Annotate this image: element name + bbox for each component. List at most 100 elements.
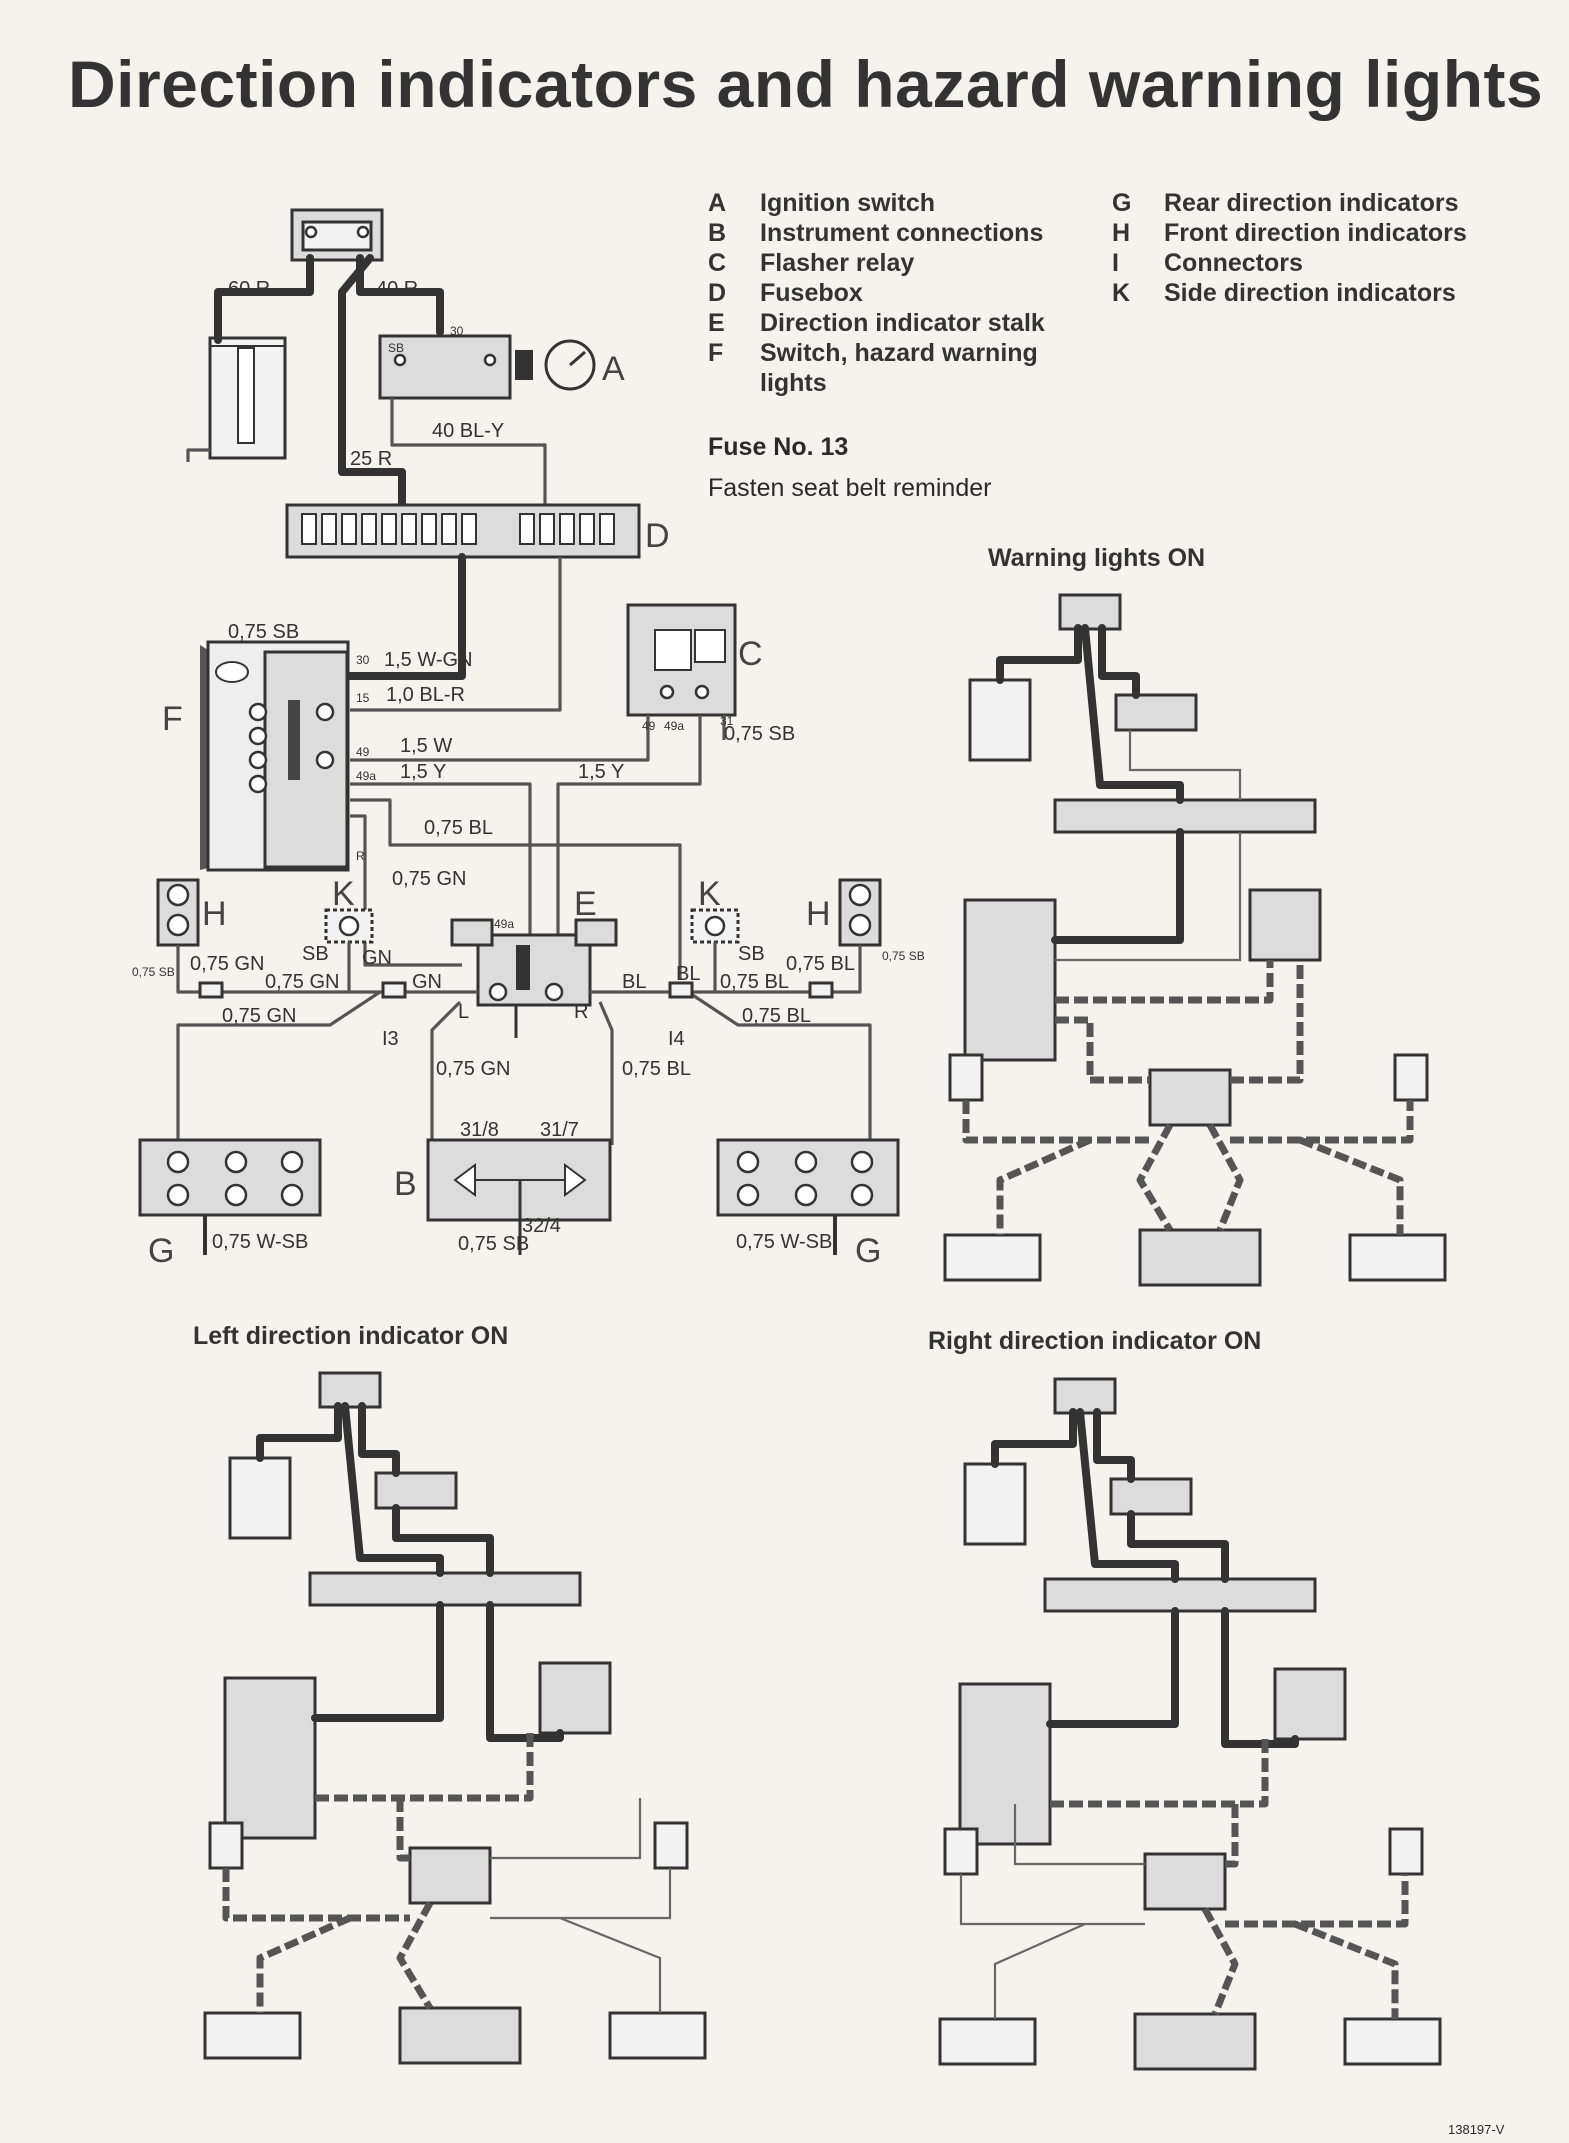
instrument-connections-b <box>426 1138 612 1255</box>
wire-label: SB <box>302 943 329 965</box>
right-indicator-diagram <box>938 1377 1442 2071</box>
terminal-label: 49 <box>356 745 370 759</box>
wire-label: 0,75 W-SB <box>736 1231 832 1253</box>
direction-stalk-e <box>450 918 618 1038</box>
top-junction-block <box>290 208 384 262</box>
wire-label: 40 R <box>376 278 418 300</box>
wire-label: 0,75 SB <box>882 949 925 963</box>
wire-label: BL <box>676 963 700 985</box>
wire-label: 0,75 GN <box>436 1058 510 1080</box>
terminal-label: R <box>356 849 365 863</box>
wire-label: 25 R <box>350 448 392 470</box>
terminal-label: 15 <box>356 691 370 705</box>
terminal-label: 30 <box>450 324 464 338</box>
terminal-label: 49a <box>664 719 684 733</box>
rear-indicator-g-right <box>716 1138 900 1255</box>
label-k-left: K <box>332 875 355 913</box>
side-indicator-k-right <box>690 908 740 944</box>
label-d: D <box>645 517 670 555</box>
wire-label: 1,5 Y <box>578 761 624 783</box>
label-f: F <box>162 700 183 738</box>
wire-label: GN <box>412 971 442 993</box>
terminal-label: 31/7 <box>540 1119 579 1141</box>
terminal-label: 31 <box>720 714 734 728</box>
fuse-description: Fasten seat belt reminder <box>708 474 992 502</box>
wire-label: 1,5 W-GN <box>384 649 473 671</box>
label-h-right: H <box>806 895 831 933</box>
wire-label: 60 R <box>228 278 270 300</box>
wire-label: 1,5 Y <box>400 761 446 783</box>
fuse-title: Fuse No. 13 <box>708 433 849 461</box>
terminal-label: L <box>458 1001 469 1023</box>
wire-label: 0,75 SB <box>132 965 175 979</box>
rear-indicator-g-left <box>138 1138 322 1255</box>
terminal-label: 49a <box>356 769 376 783</box>
left-indicator-diagram <box>203 1371 707 2065</box>
page-title: Direction indicators and hazard warning … <box>68 47 1544 121</box>
warning-lights-title: Warning lights ON <box>988 544 1206 572</box>
label-e: E <box>574 885 597 923</box>
wire-label: SB <box>738 943 765 965</box>
reference-code: 138197-V <box>1448 2122 1505 2137</box>
wire-label: 0,75 BL <box>720 971 789 993</box>
wire-label: BL <box>622 971 646 993</box>
wire-label: 0,75 GN <box>265 971 339 993</box>
wire-label: 0,75 BL <box>742 1005 811 1027</box>
wire-label: 40 BL-Y <box>432 420 504 442</box>
terminal-label: 49 <box>642 719 656 733</box>
terminal-label: SB <box>388 341 404 355</box>
wire-label: 0,75 BL <box>786 953 855 975</box>
front-indicator-h-left <box>156 878 200 947</box>
wire-label: 1,0 BL-R <box>386 684 465 706</box>
label-b: B <box>394 1165 417 1203</box>
terminal-label: 31/8 <box>460 1119 499 1141</box>
wire-label: 0,75 GN <box>392 868 466 890</box>
ignition-switch-a <box>378 334 596 400</box>
legend-item: lights <box>760 369 827 397</box>
mini-schematic <box>938 1377 1442 2071</box>
fusebox-d <box>285 503 641 559</box>
front-indicator-h-right <box>838 878 882 947</box>
label-h-left: H <box>202 895 227 933</box>
label-g-right: G <box>855 1232 881 1270</box>
wire-label: 0,75 SB <box>724 723 795 745</box>
label-i3: I3 <box>382 1028 399 1050</box>
wire-label: 0,75 SB <box>458 1233 529 1255</box>
mini-schematic <box>203 1371 707 2065</box>
wire-label: 1,5 W <box>400 735 452 757</box>
wire-label: 0,75 BL <box>622 1058 691 1080</box>
connector-i3 <box>198 981 407 999</box>
right-indicator-title: Right direction indicator ON <box>928 1327 1262 1355</box>
warning-lights-diagram <box>943 593 1447 1287</box>
wire-label: 0,75 SB <box>228 621 299 643</box>
wire-label: 0,75 GN <box>190 953 264 975</box>
side-indicator-k-left <box>324 908 374 944</box>
hazard-switch-f <box>200 640 350 872</box>
label-a: A <box>602 350 625 388</box>
label-i4: I4 <box>668 1028 685 1050</box>
wire-label: GN <box>362 947 392 969</box>
battery <box>208 336 287 460</box>
wire-label: 0,75 BL <box>424 817 493 839</box>
flasher-relay-c <box>626 603 737 717</box>
mini-schematic <box>943 593 1447 1287</box>
label-c: C <box>738 635 763 673</box>
terminal-label: 30 <box>356 653 370 667</box>
terminal-label: 49a <box>494 917 514 931</box>
connector-i4 <box>668 981 834 999</box>
wire-label: 0,75 GN <box>222 1005 296 1027</box>
left-indicator-title: Left direction indicator ON <box>193 1322 509 1350</box>
wire-label: 0,75 W-SB <box>212 1231 308 1253</box>
